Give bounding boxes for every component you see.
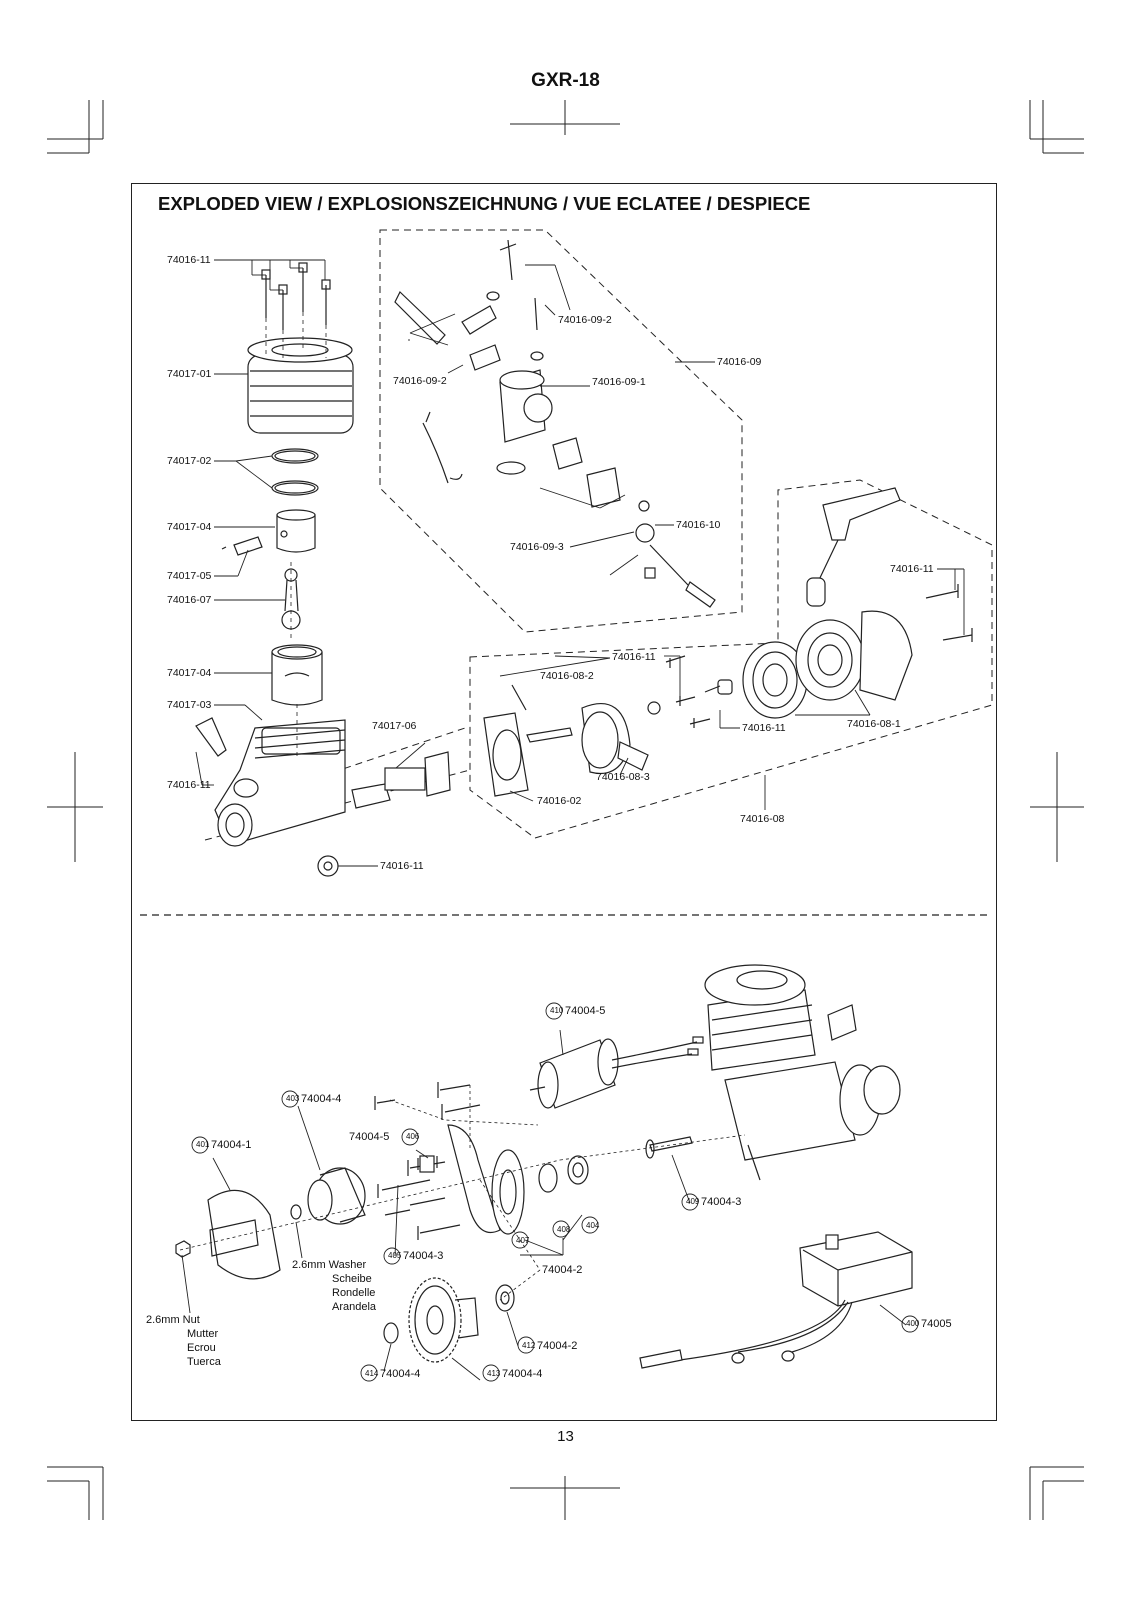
- label-413: 74004-4: [502, 1368, 543, 1380]
- label-piston-pin: 74017-05: [167, 570, 212, 582]
- nut-es: Tuerca: [187, 1356, 221, 1368]
- circle-num-405: 405: [388, 1251, 402, 1260]
- label-glow-plug: 74016-11: [167, 779, 211, 791]
- label-400: 74005: [921, 1318, 952, 1330]
- washer-fr: Rondelle: [332, 1287, 376, 1299]
- circle-num-412: 412: [522, 1341, 536, 1350]
- crankcase-icon: [214, 719, 346, 847]
- label-head-screws: 74016-11: [167, 254, 211, 266]
- pinion-gear-icon: [377, 1155, 438, 1198]
- washer-es: Arandela: [332, 1301, 377, 1313]
- circle-num-408: 408: [557, 1225, 571, 1234]
- cylinder-head-icon: [247, 337, 354, 434]
- label-pullstart-assembly: 74016-08: [740, 813, 785, 825]
- circle-num-410: 410: [550, 1006, 564, 1015]
- label-414: 74004-4: [380, 1368, 421, 1380]
- washer-nut-icons: [175, 1204, 302, 1258]
- circle-num-406: 406: [406, 1132, 420, 1141]
- label-carb-arm: 74016-10: [676, 519, 721, 531]
- diagram-frame: [131, 183, 997, 1421]
- head-gasket-icons: [271, 448, 319, 496]
- washer-size: 2.6mm Washer: [292, 1259, 367, 1271]
- label-412: 74004-2: [537, 1340, 578, 1352]
- circle-num-403: 403: [286, 1094, 300, 1103]
- label-carb-spraybar: 74016-09-2: [393, 375, 447, 387]
- label-gaskets: 74017-02: [167, 455, 212, 467]
- label-carb-needle: 74016-09-2: [558, 314, 612, 326]
- circle-num-407: 407: [516, 1236, 530, 1245]
- pull-handle-icon: [806, 487, 901, 607]
- label-con-rod: 74016-07: [167, 594, 212, 606]
- label-piston: 74017-04: [167, 521, 212, 533]
- crankshaft-icon: [351, 751, 451, 809]
- label-406: 74004-5: [349, 1131, 390, 1143]
- assembly-axis-lines: [179, 1085, 746, 1301]
- leader-lines-top: [195, 259, 965, 867]
- nut-size: 2.6mm Nut: [146, 1314, 200, 1326]
- label-rear-gasket: 74016-02: [537, 795, 582, 807]
- label-crankcase: 74017-03: [167, 699, 212, 711]
- engine-block-bottom-icon: [704, 964, 901, 1181]
- clutch-bell-icon: [307, 1167, 366, 1225]
- circle-num-414: 414: [365, 1369, 379, 1378]
- piston-pin-icon: [221, 536, 263, 556]
- head-screw-icons: [261, 262, 331, 330]
- label-crankshaft: 74017-06: [372, 720, 417, 732]
- label-405: 74004-3: [403, 1250, 444, 1262]
- nut-icon: [317, 855, 339, 877]
- label-sleeve: 74017-04: [167, 667, 212, 679]
- motor-icon: [529, 1036, 704, 1109]
- label-nut: 74016-11: [380, 860, 424, 872]
- circle-num-400: 400: [906, 1319, 920, 1328]
- label-401: 74004-1: [211, 1139, 252, 1151]
- piston-icon: [276, 509, 316, 553]
- pullstart-group-outline: [469, 479, 993, 839]
- bearing-icons: [538, 1155, 589, 1193]
- speed-controller-icon: [639, 1231, 913, 1369]
- label-carb-assembly: 74016-09: [717, 356, 762, 368]
- washer-de: Scheibe: [332, 1273, 372, 1285]
- label-backplate-screws: 74016-11: [742, 722, 786, 734]
- label-410: 74004-5: [565, 1005, 606, 1017]
- page-number: 13: [557, 1428, 574, 1445]
- pullstart-screw-icons: [925, 584, 973, 642]
- cylinder-sleeve-icon: [271, 644, 323, 706]
- label-cylinder-head: 74017-01: [167, 368, 212, 380]
- model-title: GXR-18: [531, 70, 600, 91]
- part-number-circles: [191, 1002, 919, 1382]
- nut-label: 2.6mm Nut Mutter Ecrou Tuerca: [146, 1313, 221, 1369]
- label-403: 74004-4: [301, 1093, 342, 1105]
- glow-plug-icon: [195, 717, 227, 757]
- label-group-74004-2: 74004-2: [542, 1264, 583, 1276]
- backplate-screw-icons: [647, 655, 733, 728]
- starter-pulley-icon: [742, 610, 913, 719]
- label-backplate: 74016-08-2: [540, 670, 594, 682]
- spur-gear-cover-icon: [207, 1189, 281, 1280]
- label-starter-reel: 74016-08-1: [847, 718, 901, 730]
- circle-num-409: 409: [686, 1197, 700, 1206]
- backplate-icon: [483, 684, 649, 797]
- circle-num-401: 401: [196, 1140, 210, 1149]
- label-pullstart-screws: 74016-11: [890, 563, 934, 575]
- label-carb-body: 74016-09-1: [592, 376, 646, 388]
- spur-gear-icon: [383, 1277, 515, 1363]
- section-title: EXPLODED VIEW / EXPLOSIONSZEICHNUNG / VU…: [158, 193, 811, 214]
- nut-fr: Ecrou: [187, 1342, 216, 1354]
- motor-mount-plate-icon: [447, 1124, 525, 1235]
- circle-num-413: 413: [487, 1369, 501, 1378]
- mount-screw-icons: [374, 1082, 481, 1240]
- washer-label: 2.6mm Washer Scheibe Rondelle Arandela: [292, 1258, 376, 1314]
- drive-shaft-icon: [645, 1136, 693, 1159]
- carb-group-outline: [379, 229, 743, 633]
- label-409: 74004-3: [701, 1196, 742, 1208]
- label-starter-housing: 74016-08-3: [596, 771, 650, 783]
- crop-marks: [47, 100, 1084, 1520]
- carburetor-icon: [394, 239, 716, 608]
- nut-de: Mutter: [187, 1328, 219, 1340]
- circle-num-404: 404: [586, 1221, 600, 1230]
- label-carb-sleeve: 74016-09-3: [510, 541, 564, 553]
- label-backplate-screws-top: 74016-11: [612, 651, 656, 663]
